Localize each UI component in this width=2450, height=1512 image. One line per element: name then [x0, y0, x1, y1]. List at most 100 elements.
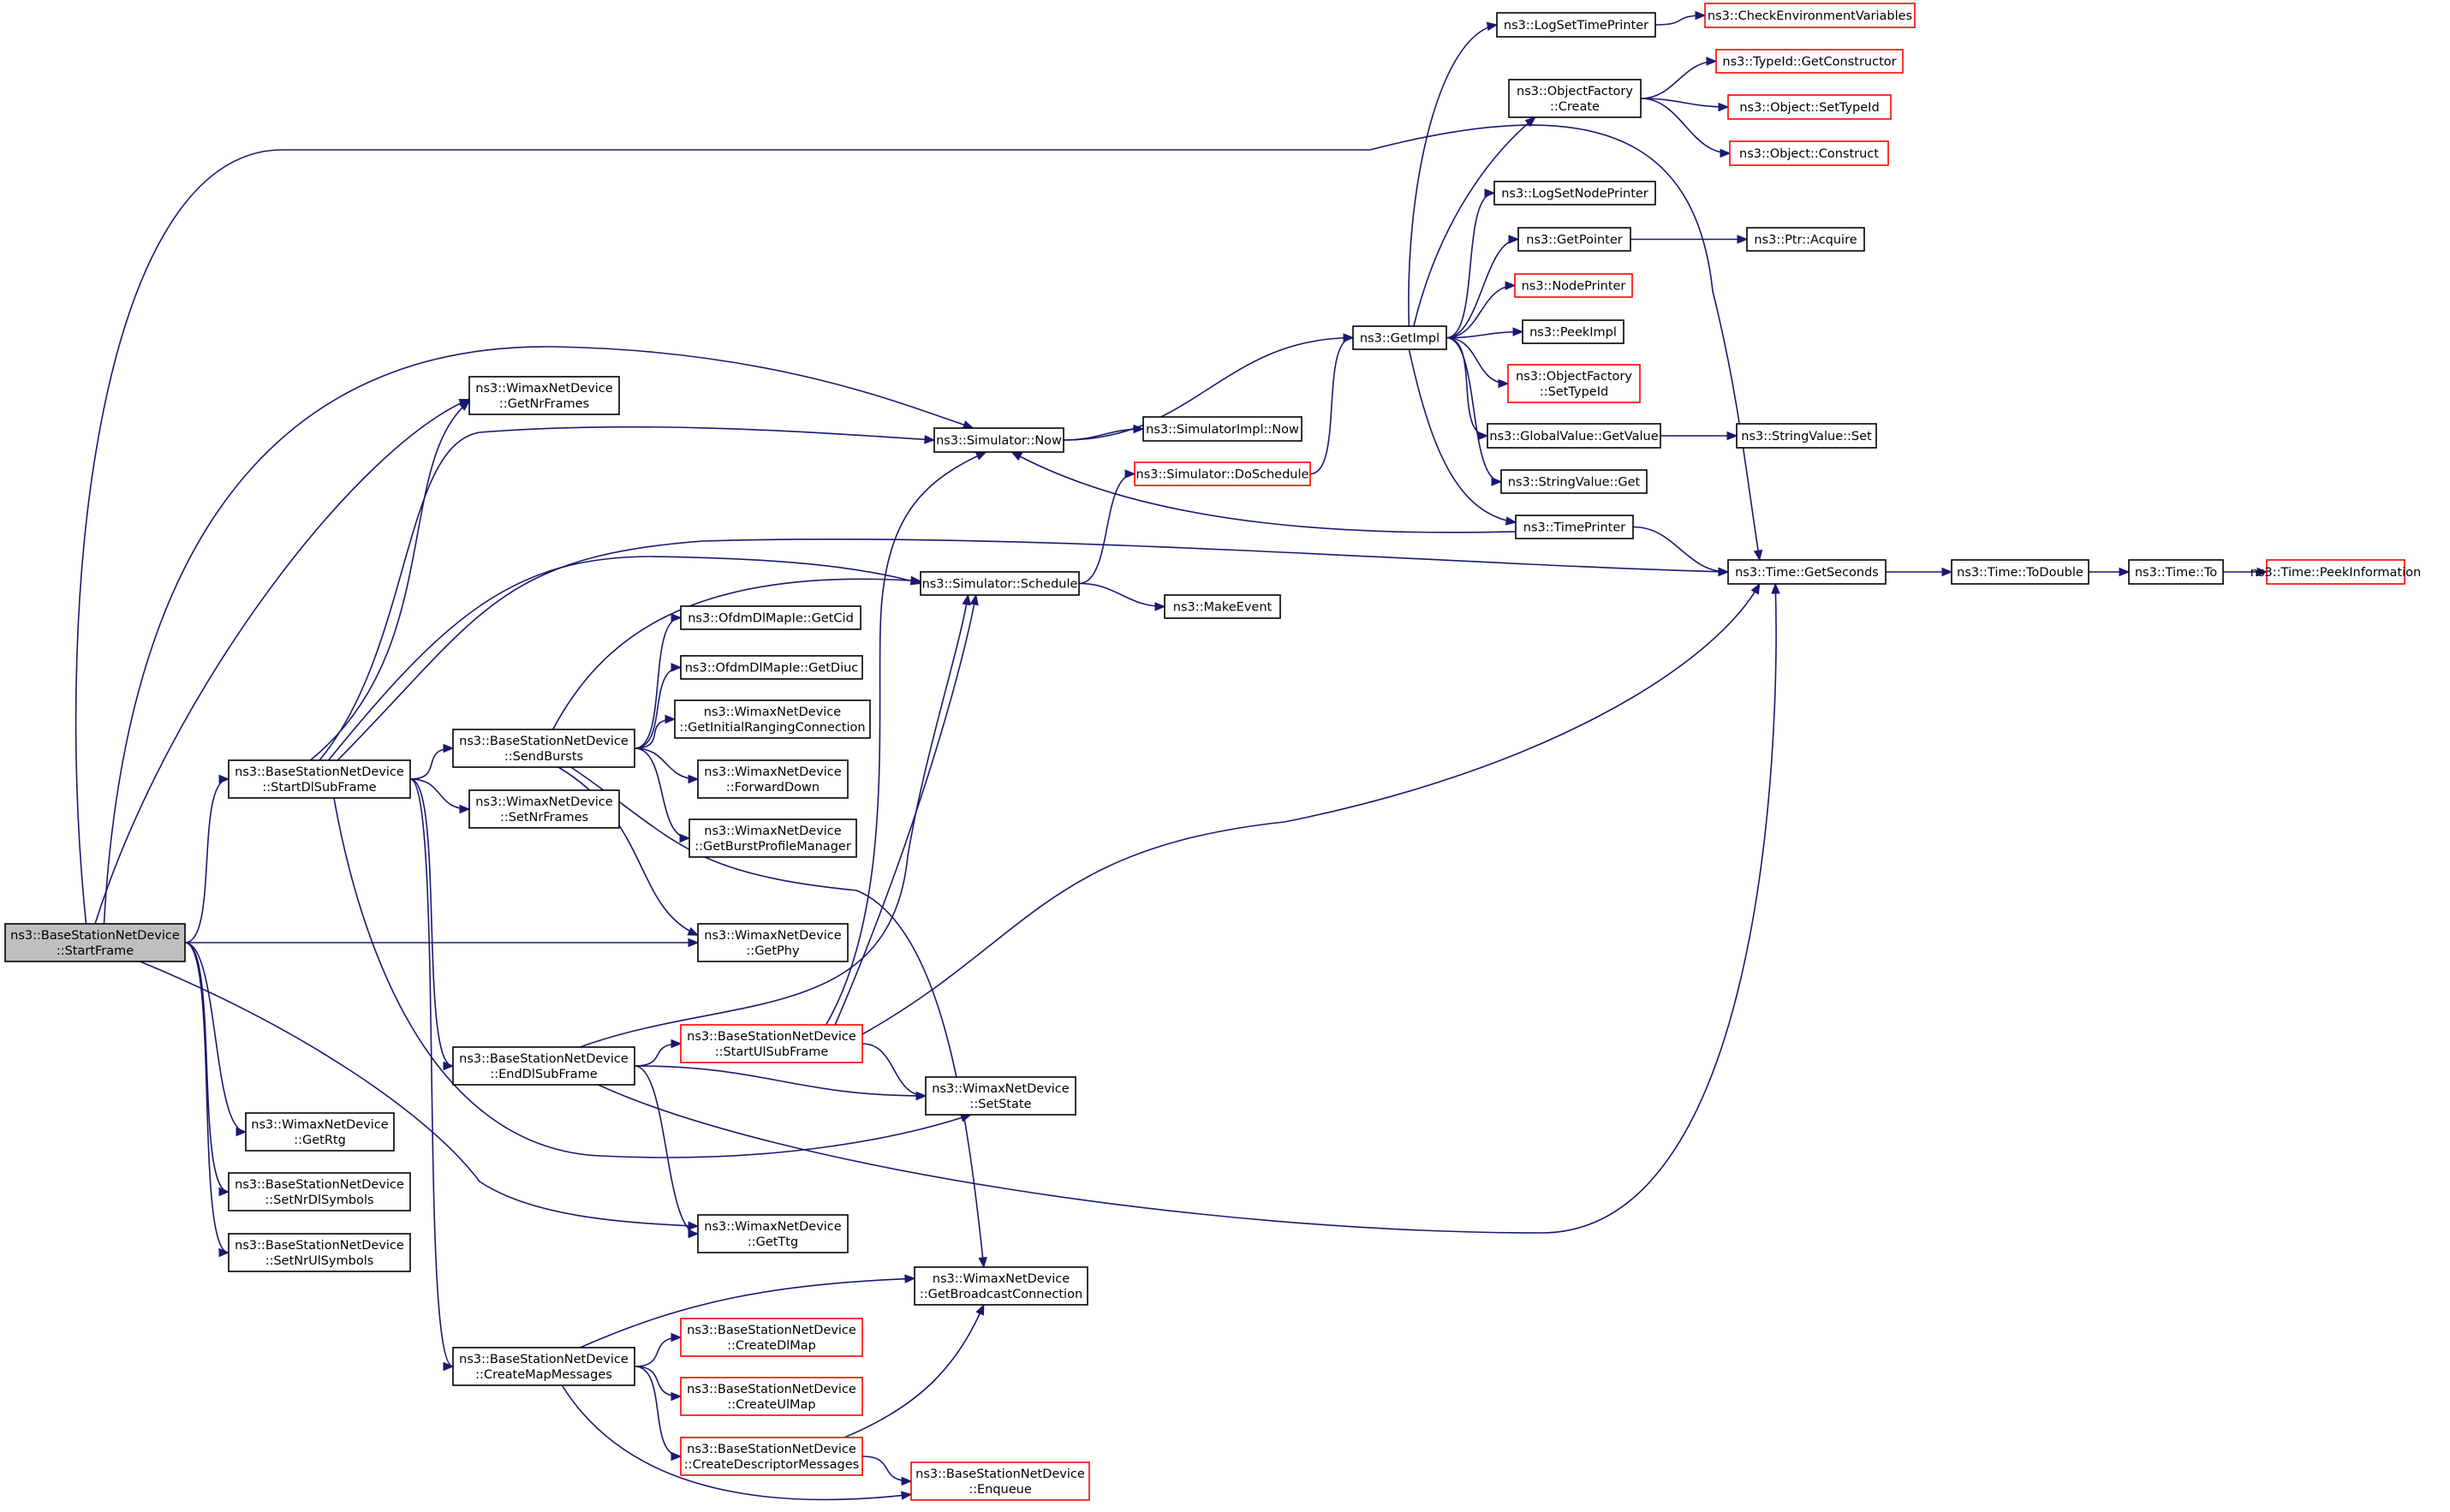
node-GetNrFrames[interactable]: ns3::WimaxNetDevice::GetNrFrames	[468, 376, 620, 415]
node-EndDlSubFrame[interactable]: ns3::BaseStationNetDevice::EndDlSubFrame	[452, 1046, 635, 1086]
call-edge-StartFrame-to-SetNrDlSymbols	[184, 942, 230, 1197]
arrowhead-icon	[1941, 567, 1953, 577]
node-TimePrinter[interactable]: ns3::TimePrinter	[1515, 515, 1634, 539]
call-edge-line	[1408, 24, 1498, 327]
node-GlobalValueGetValue[interactable]: ns3::GlobalValue::GetValue	[1487, 423, 1661, 449]
call-edge-line	[309, 400, 470, 761]
call-edge-line	[1640, 98, 1729, 108]
node-ObjectConstruct[interactable]: ns3::Object::Construct	[1729, 140, 1889, 166]
call-edge-line	[634, 1065, 927, 1097]
arrowhead-icon	[1720, 148, 1732, 158]
node-SendBursts[interactable]: ns3::BaseStationNetDevice::SendBursts	[452, 729, 635, 768]
node-Enqueue[interactable]: ns3::BaseStationNetDevice::Enqueue	[910, 1461, 1090, 1501]
node-SimulatorImplNow[interactable]: ns3::SimulatorImpl::Now	[1142, 416, 1302, 442]
node-SetNrUlSymbols[interactable]: ns3::BaseStationNetDevice::SetNrUlSymbol…	[228, 1233, 411, 1272]
node-label: ns3::BaseStationNetDevice	[10, 929, 180, 943]
node-GetSeconds[interactable]: ns3::Time::GetSeconds	[1727, 559, 1887, 585]
node-label: ns3::WimaxNetDevice	[475, 382, 612, 396]
node-label: ::StartDlSubFrame	[262, 781, 376, 795]
node-label: ns3::ObjectFactory	[1517, 85, 1633, 98]
node-label: ns3::TimePrinter	[1523, 521, 1626, 535]
node-DoSchedule[interactable]: ns3::Simulator::DoSchedule	[1134, 461, 1311, 486]
node-label: ::StartFrame	[57, 944, 134, 958]
node-StartUlSubFrame[interactable]: ns3::BaseStationNetDevice::StartUlSubFra…	[680, 1024, 863, 1063]
call-edge-line	[1446, 284, 1516, 339]
node-label: ::GetBroadcastConnection	[920, 1288, 1082, 1301]
node-GetConstructor[interactable]: ns3::TypeId::GetConstructor	[1715, 49, 1904, 74]
node-SetNrFrames[interactable]: ns3::WimaxNetDevice::SetNrFrames	[468, 789, 620, 829]
node-GetCid[interactable]: ns3::OfdmDlMapIe::GetCid	[680, 605, 861, 630]
node-GetInitialRangingConnection[interactable]: ns3::WimaxNetDevice::GetInitialRangingCo…	[674, 699, 871, 739]
node-StartDlSubFrame[interactable]: ns3::BaseStationNetDevice::StartDlSubFra…	[228, 759, 411, 799]
node-LogSetTimePrinter[interactable]: ns3::LogSetTimePrinter	[1496, 12, 1656, 38]
node-label: ns3::Time::GetSeconds	[1735, 566, 1879, 580]
call-edge-GetImpl-to-StringValueGet	[1446, 336, 1503, 486]
call-edge-line	[1446, 238, 1519, 339]
node-box	[1352, 325, 1447, 350]
node-GetImpl[interactable]: ns3::GetImpl	[1352, 325, 1447, 350]
node-NodePrinter[interactable]: ns3::NodePrinter	[1514, 273, 1633, 298]
node-label: ns3::Ptr::Acquire	[1754, 234, 1857, 247]
node-ObjectSetTypeId[interactable]: ns3::Object::SetTypeId	[1727, 94, 1892, 120]
node-GetBroadcastConnection[interactable]: ns3::WimaxNetDevice::GetBroadcastConnect…	[914, 1266, 1088, 1306]
node-PeekInformation[interactable]: ns3::Time::PeekInformation	[2250, 559, 2421, 585]
arrowhead-icon	[687, 926, 700, 936]
node-box	[228, 759, 411, 799]
node-label: ns3::BaseStationNetDevice	[459, 1052, 629, 1066]
call-edge-line	[634, 1065, 699, 1235]
node-PtrAcquire[interactable]: ns3::Ptr::Acquire	[1746, 227, 1865, 252]
node-CreateDescriptorMessages[interactable]: ns3::BaseStationNetDevice::CreateDescrip…	[680, 1437, 863, 1476]
node-ToDouble[interactable]: ns3::Time::ToDouble	[1951, 559, 2089, 585]
node-CreateMapMessages[interactable]: ns3::BaseStationNetDevice::CreateMapMess…	[452, 1347, 635, 1386]
call-edge-line	[1632, 526, 1729, 573]
node-label: ns3::WimaxNetDevice	[704, 765, 841, 779]
node-label: ::SetNrDlSymbols	[265, 1194, 373, 1207]
node-LogSetNodePrinter[interactable]: ns3::LogSetNodePrinter	[1493, 181, 1656, 205]
call-edge-EndDlSubFrame-to-SetState	[634, 1065, 927, 1101]
arrowhead-icon	[1706, 57, 1718, 66]
node-SetTypeIdFactory[interactable]: ns3::ObjectFactory::SetTypeId	[1507, 364, 1641, 403]
call-edge-StartDlSubFrame-to-SendBursts	[409, 743, 455, 780]
node-ForwardDown[interactable]: ns3::WimaxNetDevice::ForwardDown	[697, 759, 849, 799]
call-edge-line	[1063, 336, 1354, 441]
node-label: ns3::BaseStationNetDevice	[235, 1178, 404, 1192]
arrowhead-icon	[1498, 378, 1510, 389]
node-StartFrame[interactable]: ns3::BaseStationNetDevice::StartFrame	[4, 923, 186, 962]
call-edge-TimePrinter-to-GetSeconds	[1632, 526, 1730, 577]
node-StringValueSet[interactable]: ns3::StringValue::Set	[1736, 423, 1877, 449]
node-GetTtg[interactable]: ns3::WimaxNetDevice::GetTtg	[697, 1214, 849, 1253]
node-ObjectFactoryCreate[interactable]: ns3::ObjectFactory::Create	[1508, 79, 1642, 118]
node-label: ::SetNrUlSymbols	[265, 1254, 374, 1268]
arrowhead-icon	[679, 833, 691, 843]
node-StringValueGet[interactable]: ns3::StringValue::Get	[1500, 469, 1648, 494]
call-edge-EndDlSubFrame-to-SimulatorSchedule	[580, 593, 971, 1048]
node-CreateDlMap[interactable]: ns3::BaseStationNetDevice::CreateDlMap	[680, 1318, 863, 1357]
node-GetPointer[interactable]: ns3::GetPointer	[1517, 227, 1631, 252]
node-GetBurstProfileManager[interactable]: ns3::WimaxNetDevice::GetBurstProfileMana…	[689, 819, 857, 858]
node-GetPhy[interactable]: ns3::WimaxNetDevice::GetPhy	[697, 923, 849, 962]
arrowhead-icon	[1505, 516, 1517, 526]
node-SetNrDlSymbols[interactable]: ns3::BaseStationNetDevice::SetNrDlSymbol…	[228, 1172, 411, 1211]
node-TimeTo[interactable]: ns3::Time::To	[2128, 559, 2224, 585]
node-label: ::SendBursts	[504, 750, 583, 764]
call-edge-GetPointer-to-PtrAcquire	[1630, 235, 1749, 244]
node-CheckEnv[interactable]: ns3::CheckEnvironmentVariables	[1704, 3, 1916, 28]
node-label: ::GetBurstProfileManager	[694, 840, 851, 854]
arrowhead-icon	[969, 593, 979, 606]
node-PeekImpl[interactable]: ns3::PeekImpl	[1522, 319, 1624, 344]
arrowhead-icon	[688, 1221, 700, 1230]
call-edge-GetImpl-to-ObjectFactoryCreate	[1413, 116, 1536, 327]
node-CreateUlMap[interactable]: ns3::BaseStationNetDevice::CreateUlMap	[680, 1377, 863, 1416]
node-MakeEvent[interactable]: ns3::MakeEvent	[1164, 594, 1281, 619]
node-SetState[interactable]: ns3::WimaxNetDevice::SetState	[925, 1076, 1076, 1116]
node-label: ns3::Simulator::Now	[936, 434, 1062, 448]
node-SimulatorSchedule[interactable]: ns3::Simulator::Schedule	[920, 571, 1080, 596]
call-edge-SimulatorSchedule-to-MakeEvent	[1078, 582, 1166, 611]
node-label: ns3::OfdmDlMapIe::GetCid	[688, 612, 854, 626]
call-edge-line	[634, 747, 690, 839]
node-SimulatorNow[interactable]: ns3::Simulator::Now	[933, 427, 1064, 453]
node-box	[1727, 559, 1887, 585]
call-edge-line	[570, 766, 985, 1268]
node-GetDiuc[interactable]: ns3::OfdmDlMapIe::GetDiuc	[680, 655, 863, 680]
node-GetRtg[interactable]: ns3::WimaxNetDevice::GetRtg	[245, 1112, 395, 1152]
